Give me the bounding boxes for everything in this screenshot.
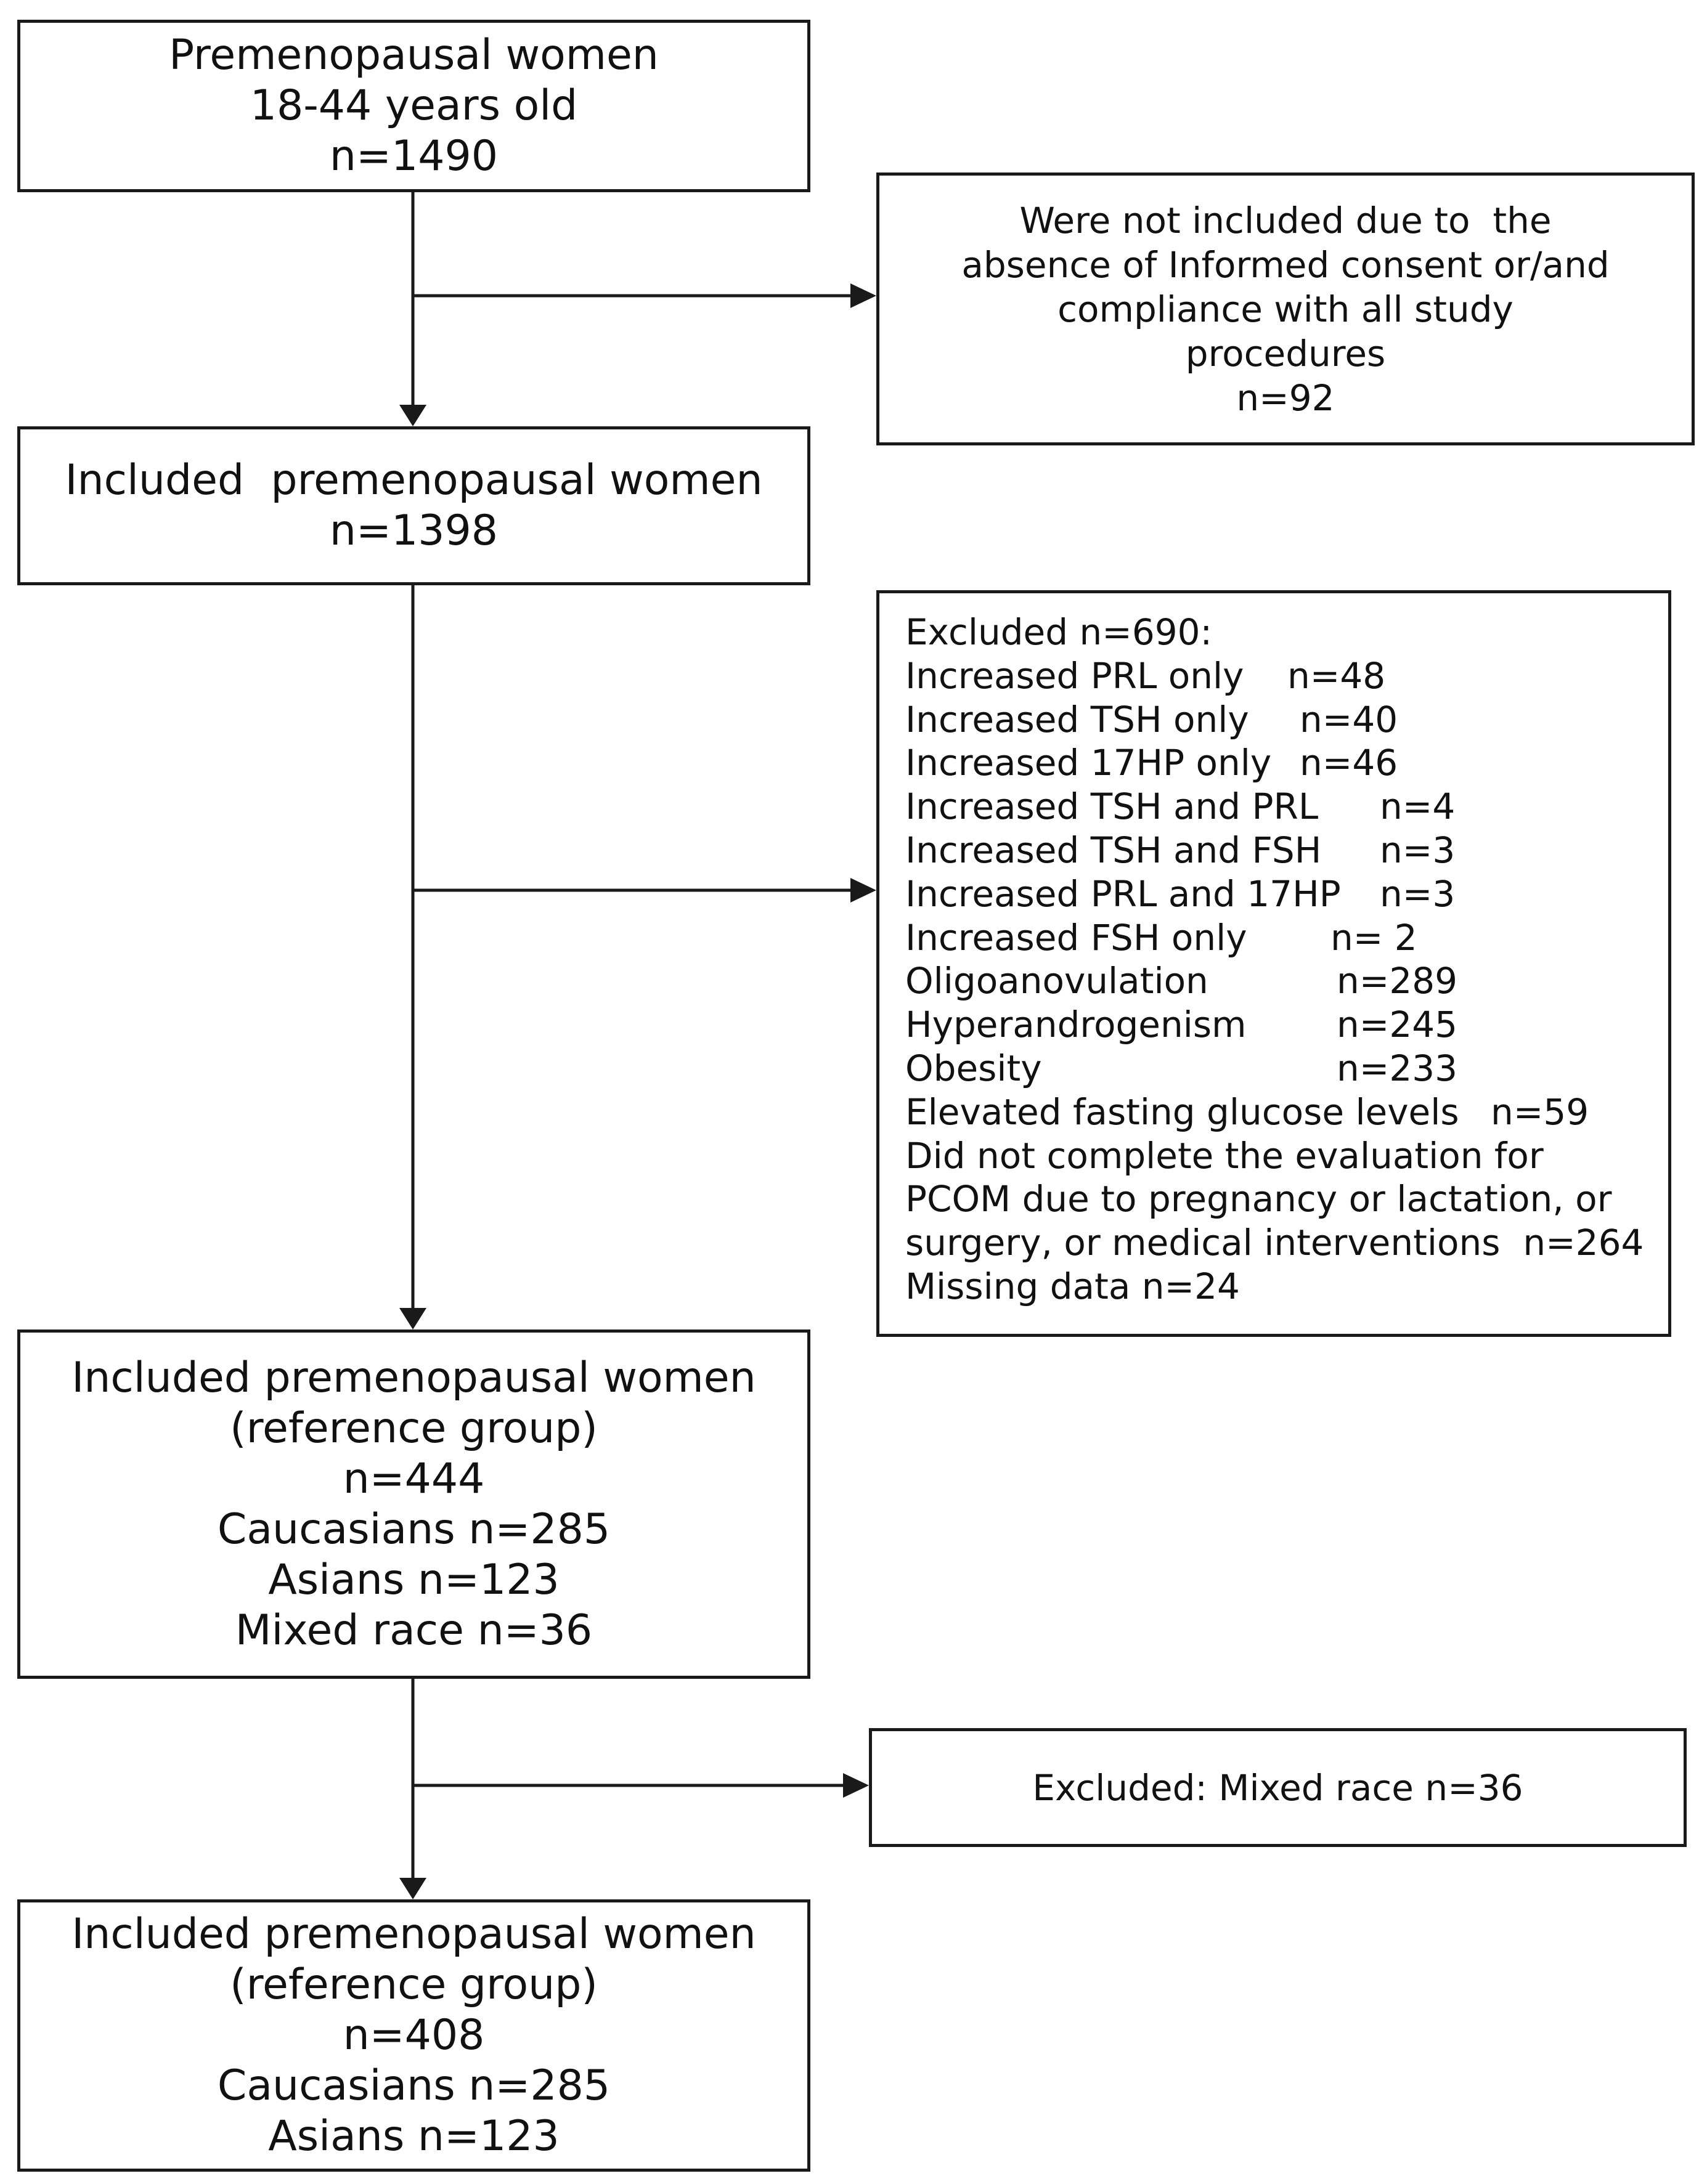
- excluded-item-label: Increased 17HP only: [905, 742, 1272, 784]
- excluded-item: Oligoanovulation n=289: [905, 959, 1668, 1003]
- excluded-item-label: Increased TSH only: [905, 698, 1249, 741]
- not-included-line: absence of Informed consent or/and: [961, 243, 1610, 286]
- excluded-item-value: n=3: [1380, 872, 1456, 915]
- excluded-item-value: n=48: [1287, 654, 1386, 697]
- included-box-2-line: Caucasians n=285: [217, 1504, 611, 1554]
- excluded-item-value: n=46: [1300, 742, 1398, 784]
- excluded-item: Hyperandrogenism n=245: [905, 1003, 1668, 1047]
- arrowhead-to-excluded: [850, 878, 876, 903]
- excluded-mixed-text: Excluded: Mixed race n=36: [1032, 1766, 1523, 1809]
- final-box-line: (reference group): [230, 1960, 598, 2009]
- included-box-2-line: Included premenopausal women: [71, 1353, 756, 1402]
- excluded-item: Increased PRL and 17HP n=3: [905, 872, 1668, 916]
- final-box-line: Asians n=123: [268, 2112, 560, 2161]
- included-box-2-line: n=444: [343, 1454, 485, 1503]
- excluded-header: Excluded n=690:: [905, 611, 1213, 653]
- not-included-box: Were not included due to the absence of …: [876, 173, 1695, 445]
- missing-data-line: Missing data n=24: [905, 1265, 1240, 1307]
- excluded-item-label: Increased PRL only: [905, 654, 1244, 697]
- arrowhead-to-excluded-mixed: [843, 1773, 869, 1798]
- excluded-item-value: n=40: [1300, 698, 1398, 741]
- final-box-line: Caucasians n=285: [217, 2061, 611, 2110]
- pcom-line: PCOM due to pregnancy or lactation, or: [905, 1178, 1612, 1220]
- excluded-item-value: n=245: [1337, 1004, 1458, 1046]
- included-box-1: Included premenopausal women n=1398: [17, 426, 810, 585]
- start-box-line: 18-44 years old: [250, 81, 578, 130]
- final-box: Included premenopausal women (reference …: [17, 1899, 810, 2172]
- excluded-item: Increased TSH and PRL n=4: [905, 785, 1668, 829]
- arrowhead-to-included-1: [399, 405, 426, 426]
- not-included-line: n=92: [1236, 376, 1335, 419]
- included-box-2-line: Asians n=123: [268, 1555, 560, 1604]
- excluded-item-value: n=289: [1337, 960, 1458, 1002]
- excluded-item-label: Increased TSH and FSH: [905, 829, 1322, 871]
- excluded-item-label: Elevated fasting glucose levels: [905, 1090, 1459, 1133]
- start-box: Premenopausal women 18-44 years old n=14…: [17, 20, 810, 192]
- excluded-item: Increased PRL only n=48: [905, 654, 1668, 698]
- included-box-2-line: (reference group): [230, 1403, 598, 1453]
- excluded-item: Increased 17HP only n=46: [905, 741, 1668, 785]
- final-box-line: Included premenopausal women: [71, 1910, 756, 1959]
- excluded-item-label: Obesity: [905, 1047, 1042, 1089]
- excluded-item-label: Increased PRL and 17HP: [905, 872, 1341, 915]
- excluded-item-label: Increased FSH only: [905, 916, 1247, 959]
- included-box-2-line: Mixed race n=36: [235, 1606, 593, 1655]
- included-box-1-line: n=1398: [329, 506, 499, 555]
- excluded-item: Elevated fasting glucose levels n=59: [905, 1090, 1668, 1134]
- arrowhead-to-not-included: [850, 283, 876, 308]
- not-included-line: Were not included due to the: [1019, 199, 1552, 242]
- arrowhead-to-final: [399, 1878, 426, 1899]
- excluded-item-value: n=4: [1380, 786, 1456, 828]
- excluded-item: Increased FSH only n= 2: [905, 916, 1668, 960]
- excluded-item-value: n=233: [1337, 1047, 1458, 1089]
- excluded-item-value: n=59: [1491, 1090, 1589, 1133]
- arrowhead-to-included-2: [399, 1308, 426, 1329]
- pcom-line: Did not complete the evaluation for: [905, 1134, 1544, 1177]
- excluded-item-value: n= 2: [1330, 916, 1417, 959]
- pcom-line: surgery, or medical interventions n=264: [905, 1222, 1644, 1264]
- final-box-line: n=408: [343, 2011, 485, 2060]
- included-box-1-line: Included premenopausal women: [65, 456, 763, 505]
- excluded-item-label: Increased TSH and PRL: [905, 786, 1319, 828]
- included-box-2: Included premenopausal women (reference …: [17, 1329, 810, 1679]
- excluded-item: Increased TSH only n=40: [905, 698, 1668, 742]
- excluded-item-label: Oligoanovulation: [905, 960, 1208, 1002]
- start-box-line: n=1490: [329, 132, 499, 181]
- excluded-mixed-box: Excluded: Mixed race n=36: [869, 1728, 1687, 1847]
- not-included-line: procedures: [1185, 332, 1386, 375]
- not-included-line: compliance with all study: [1057, 288, 1513, 330]
- start-box-line: Premenopausal women: [169, 31, 659, 79]
- excluded-item-value: n=3: [1380, 829, 1456, 871]
- excluded-item-label: Hyperandrogenism: [905, 1004, 1247, 1046]
- excluded-item: Increased TSH and FSH n=3: [905, 829, 1668, 872]
- excluded-item: Obesity n=233: [905, 1047, 1668, 1090]
